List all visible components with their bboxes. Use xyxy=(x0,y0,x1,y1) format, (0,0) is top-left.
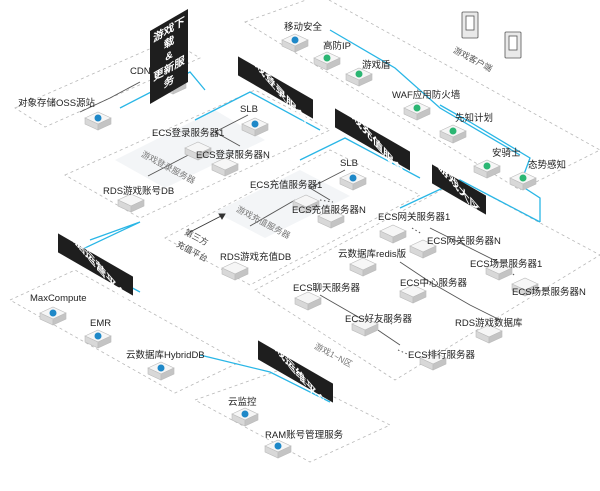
recharge-server-group-bg xyxy=(215,170,350,238)
zone-data xyxy=(9,269,241,394)
line-chat xyxy=(319,294,401,346)
chat-node xyxy=(294,291,322,311)
redis-node xyxy=(349,257,377,277)
line-client-security xyxy=(439,104,541,222)
label-shield: 游戏盾 xyxy=(362,60,391,71)
label-recharge-ecs1: ECS充值服务器1 xyxy=(250,180,323,191)
label-chat: ECS聊天服务器 xyxy=(293,283,361,294)
label-friends: ECS好友服务器 xyxy=(345,314,413,325)
label-mobile-security: 移动安全 xyxy=(284,22,323,33)
line-slb-ecs xyxy=(214,114,249,147)
label-recharge-ecsN: ECS充值服务器N xyxy=(292,205,366,216)
label-recharge-slb: SLB xyxy=(340,158,358,169)
label-game-rds: RDS游戏数据库 xyxy=(455,318,523,329)
recharge-rds-node xyxy=(221,261,249,281)
label-rank: ECS排行服务器 xyxy=(408,350,476,361)
label-redis: 云数据库redis版 xyxy=(338,249,407,260)
label-gwN: ECS网关服务器N xyxy=(427,236,501,247)
zone-recharge xyxy=(164,149,421,286)
label-situation: 态势感知 xyxy=(528,160,567,171)
zone-ops xyxy=(194,369,391,463)
label-center: ECS中心服务器 xyxy=(400,278,468,289)
zone-login xyxy=(64,89,331,219)
label-cdn: CDN xyxy=(130,66,151,77)
label-gw1: ECS网关服务器1 xyxy=(378,212,451,223)
gw1-node xyxy=(379,224,407,244)
label-ddos: 高防IP xyxy=(323,41,351,52)
label-hybriddb: 云数据库HybridDB xyxy=(126,350,205,361)
line-ops xyxy=(199,354,331,403)
client-devices xyxy=(461,11,522,59)
label-aegis: 安骑士 xyxy=(492,148,521,159)
line-recharge-rds xyxy=(249,199,296,227)
line-gw-scene xyxy=(429,227,511,269)
line-cdn-oss xyxy=(79,81,141,113)
line-center xyxy=(399,261,501,321)
label-emr: EMR xyxy=(90,318,112,329)
label-ram: RAM账号管理服务 xyxy=(265,430,344,441)
label-prophet: 先知计划 xyxy=(455,113,494,124)
label-login-ecsN: ECS登录服务器N xyxy=(196,150,270,161)
zone-download xyxy=(14,39,201,128)
label-login-ecs1: ECS登录服务器1 xyxy=(152,128,225,139)
label-monitor: 云监控 xyxy=(228,397,257,408)
label-recharge-rds: RDS游戏充值DB xyxy=(220,252,292,263)
label-scene1: ECS场景服务器1 xyxy=(470,259,543,270)
label-sceneN: ECS场景服务器N xyxy=(512,287,586,298)
label-login-slb: SLB xyxy=(240,104,258,115)
line-security-chain xyxy=(329,29,521,156)
label-oss: 对象存储OSS源站 xyxy=(18,98,96,109)
label-waf: WAF应用防火墙 xyxy=(392,90,461,101)
line-recharge-slb xyxy=(309,169,346,201)
line-login xyxy=(194,91,321,131)
line-download xyxy=(119,71,206,109)
label-login-rds: RDS游戏账号DB xyxy=(103,186,175,197)
zone-security xyxy=(244,0,600,191)
label-maxcompute: MaxCompute xyxy=(30,293,87,304)
line-recharge xyxy=(299,137,421,179)
